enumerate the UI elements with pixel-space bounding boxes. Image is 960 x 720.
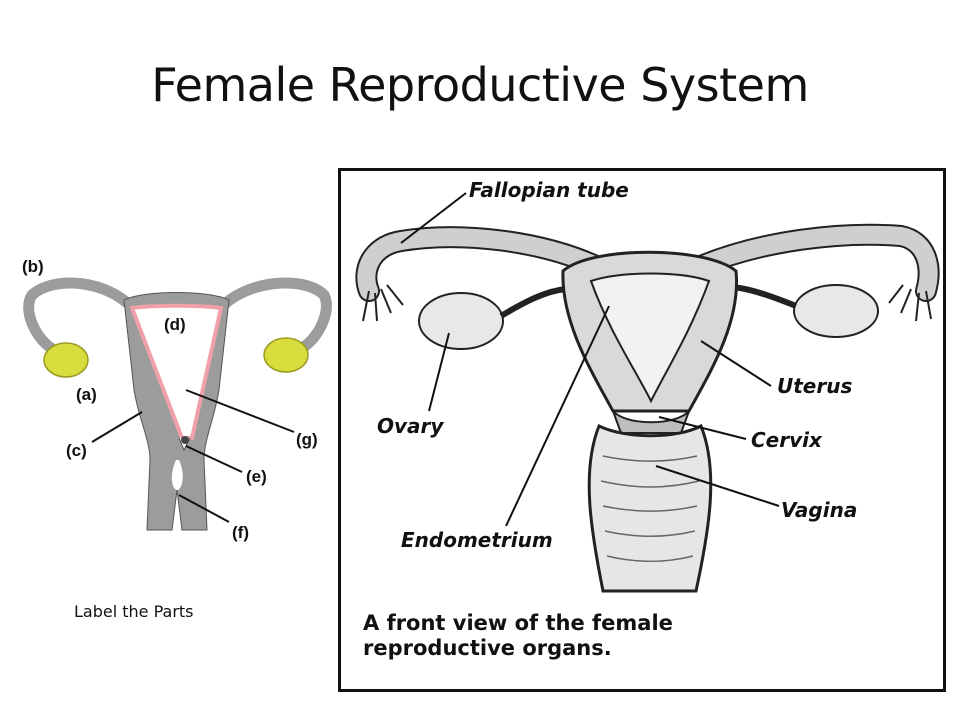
pointer-f <box>178 494 230 523</box>
uterine-cavity <box>589 272 711 404</box>
letter-c: (c) <box>66 441 87 460</box>
label-uterus: Uterus <box>777 374 852 398</box>
left-ovary-left <box>43 342 89 378</box>
vagina-shape <box>587 423 713 593</box>
pointer-endometrium <box>505 305 610 527</box>
fimbriae-left <box>362 284 404 322</box>
panel-caption: A front view of the female reproductive … <box>363 611 783 661</box>
left-diagram-svg: (b) (d) (a) (c) (g) (e) (f) <box>22 257 332 542</box>
label-fallopian-tube: Fallopian tube <box>469 178 629 202</box>
letter-f: (f) <box>232 523 249 542</box>
ovary-right <box>793 284 879 338</box>
detailed-diagram-panel: Fallopian tube Ovary Uterus Cervix Vagin… <box>338 168 946 692</box>
label-endometrium: Endometrium <box>401 528 553 552</box>
letter-g: (g) <box>296 430 318 449</box>
ligament-left <box>499 286 567 319</box>
letter-b: (b) <box>22 257 44 276</box>
label-the-parts-caption: Label the Parts <box>74 602 194 621</box>
pointer-cervix <box>658 416 747 440</box>
ligament-right <box>732 284 798 309</box>
left-cervix-dot <box>181 436 189 444</box>
label-ovary: Ovary <box>377 414 444 438</box>
pointer-ovary <box>428 332 450 412</box>
letter-a: (a) <box>76 385 97 404</box>
panel-caption-line1: A front view of the female <box>363 611 673 635</box>
letter-e: (e) <box>246 467 267 486</box>
left-ovary-right <box>263 337 309 373</box>
fallopian-tube-left-fill <box>357 228 605 300</box>
panel-caption-line2: reproductive organs. <box>363 636 612 660</box>
pointer-uterus <box>700 340 772 387</box>
left-fallopian-tube-right <box>213 277 332 354</box>
left-vagina <box>171 460 183 490</box>
fallopian-tube-right-fill <box>692 225 938 300</box>
label-vagina: Vagina <box>781 498 857 522</box>
detailed-diagram-svg: Fallopian tube Ovary Uterus Cervix Vagin… <box>355 178 940 593</box>
left-fallopian-tube-left <box>23 277 140 356</box>
slide-title: Female Reproductive System <box>151 58 809 112</box>
label-cervix: Cervix <box>751 428 823 452</box>
cervix-shape <box>612 410 690 434</box>
vagina-rugae <box>600 455 700 562</box>
left-uterine-cavity <box>129 303 224 440</box>
pointer-vagina <box>655 465 780 507</box>
pointer-c <box>91 411 143 443</box>
letter-d: (d) <box>164 315 186 334</box>
left-diagram: (b) (d) (a) (c) (g) (e) (f) <box>14 250 344 550</box>
pointer-g <box>185 389 295 433</box>
pointer-e <box>185 445 243 473</box>
ovary-left <box>418 292 504 350</box>
pointer-fallopian <box>400 192 467 244</box>
fimbriae-right <box>888 284 932 322</box>
